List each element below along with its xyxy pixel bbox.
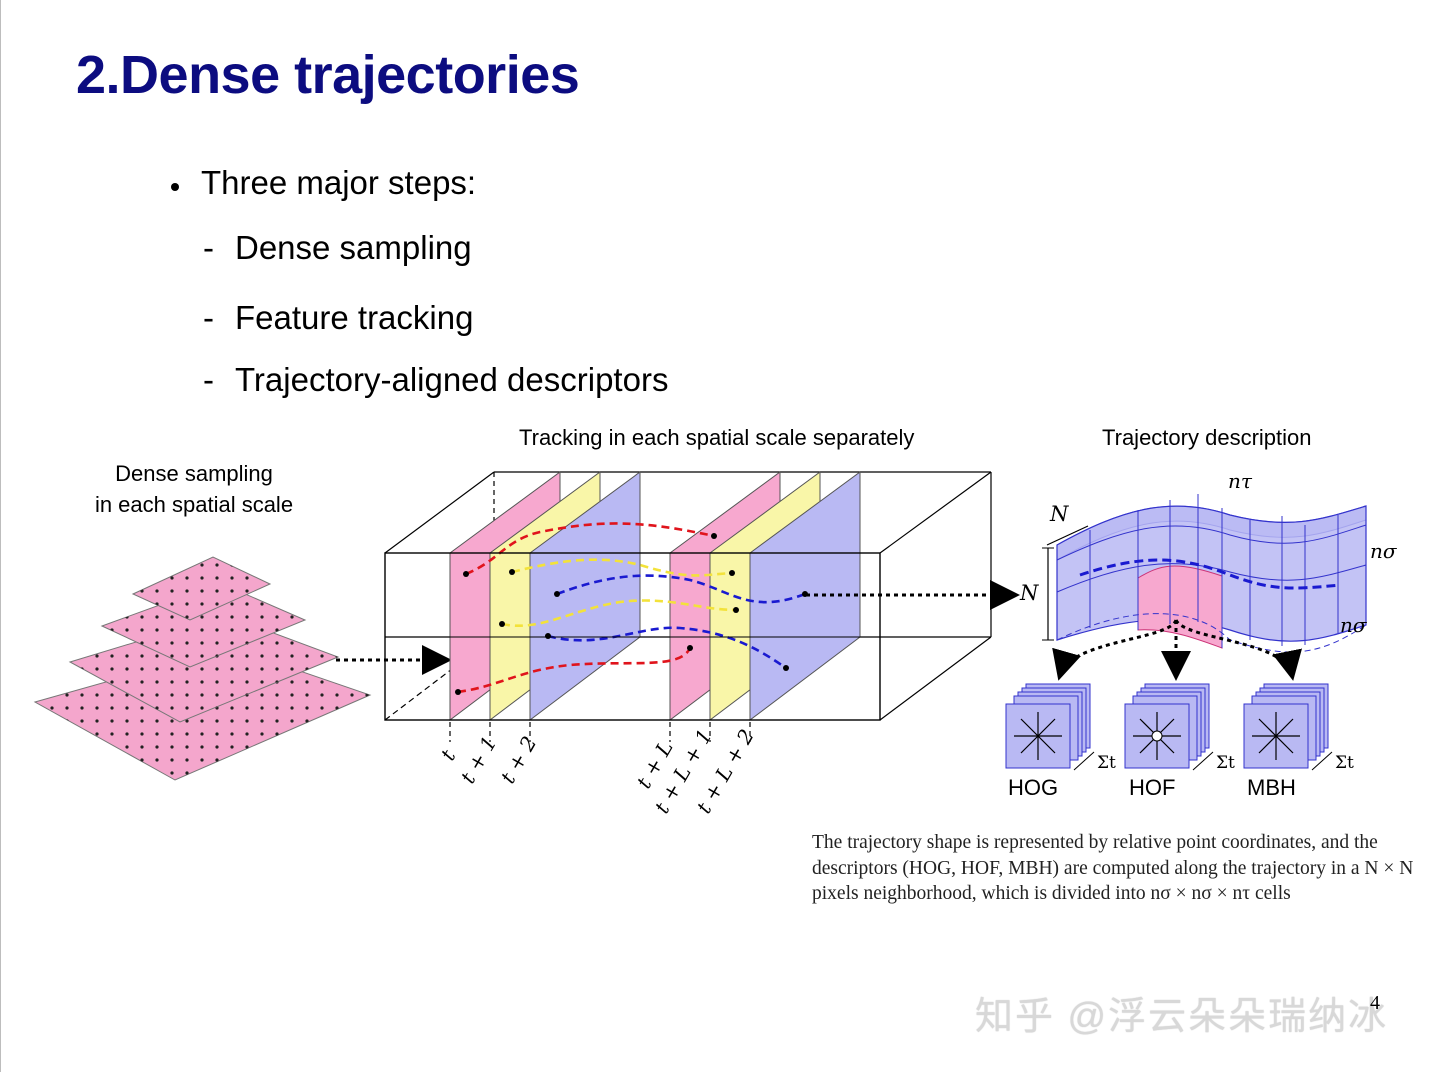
slide-title: 2.Dense trajectories xyxy=(76,45,580,105)
sum-label-hog: Σt xyxy=(1097,753,1116,773)
step-item-2: -Feature tracking xyxy=(203,299,473,337)
time-ticks xyxy=(449,722,751,742)
descriptor-label-mbh: MBH xyxy=(1247,775,1296,800)
red-track-1 xyxy=(465,522,715,576)
cube-label-N-side: N xyxy=(1019,581,1039,605)
time-label-t2: t + 2 xyxy=(496,732,542,788)
time-label-t1: t + 1 xyxy=(456,732,502,788)
descriptor-arrows xyxy=(1052,619,1302,681)
step-dash: - xyxy=(203,229,214,266)
description-caption: Trajectory description xyxy=(1102,425,1312,450)
step-label: Trajectory-aligned descriptors xyxy=(235,361,669,398)
step-dash: - xyxy=(203,299,214,336)
watermark: 知乎 @浮云朵朵瑞纳冰 xyxy=(975,996,1389,1038)
blue-track-1 xyxy=(556,574,806,604)
step-dash: - xyxy=(203,361,214,398)
cube-trajectory xyxy=(1079,558,1341,590)
blue-track-2 xyxy=(547,626,787,670)
time-label-t: t xyxy=(436,745,461,765)
slide-left-border xyxy=(0,0,1,1072)
sampling-pyramid xyxy=(33,556,372,781)
sum-label-mbh: Σt xyxy=(1335,753,1354,773)
highlighted-cell xyxy=(1137,565,1223,649)
descriptor-stack-mbh xyxy=(1243,683,1329,769)
trajectories xyxy=(457,522,806,694)
cube-label-n-sigma-2: nσ xyxy=(1340,613,1368,637)
cube-label-n-sigma-1: nσ xyxy=(1370,539,1398,563)
bullet-dot xyxy=(171,183,179,191)
sum-labels: Σt Σt Σt xyxy=(1097,753,1354,773)
page-number: 4 xyxy=(1370,992,1380,1014)
descriptor-stack-hog xyxy=(1005,683,1091,769)
descriptor-label-hog: HOG xyxy=(1008,775,1059,800)
step-label: Feature tracking xyxy=(235,299,474,336)
yellow-track-2 xyxy=(501,599,737,628)
step-item-1: -Dense sampling xyxy=(203,229,472,267)
sampling-caption-line1: Dense sampling xyxy=(115,461,273,486)
tracking-caption: Tracking in each spatial scale separatel… xyxy=(519,425,915,450)
descriptor-label-hof: HOF xyxy=(1129,775,1176,800)
cube-label-N-top: N xyxy=(1049,502,1069,526)
sampling-caption-line2: in each spatial scale xyxy=(94,492,294,517)
time-labels: t t + 1 t + 2 t + L t + L + 1 t + L + 2 xyxy=(436,725,759,818)
step-label: Dense sampling xyxy=(235,229,472,266)
cube-label-n-tau: nτ xyxy=(1228,469,1253,493)
step-item-3: -Trajectory-aligned descriptors xyxy=(203,361,668,399)
track-points xyxy=(455,533,808,695)
sum-label-hof: Σt xyxy=(1216,753,1235,773)
figure-caption: The trajectory shape is represented by r… xyxy=(812,832,1414,904)
descriptor-stack-hof xyxy=(1124,683,1210,769)
yellow-track-1 xyxy=(511,558,733,577)
trajectory-description-cube: N N nτ nσ nσ xyxy=(1019,469,1398,653)
bullet-text: Three major steps: xyxy=(201,164,477,201)
